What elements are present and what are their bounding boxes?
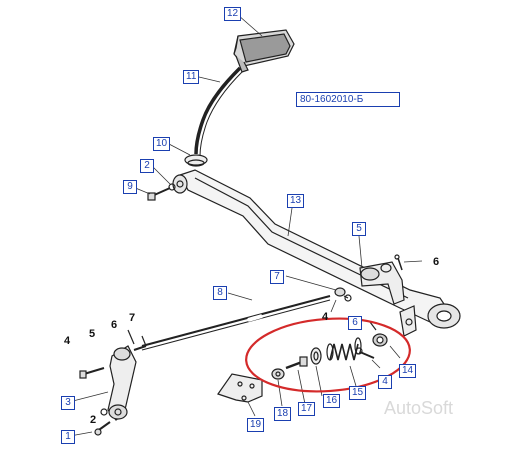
rod-nut [334, 287, 352, 302]
callout-10[interactable]: 10 [153, 137, 171, 151]
callout-11[interactable]: 11 [183, 70, 200, 84]
callout-9[interactable]: 9 [123, 180, 137, 194]
spring-washer [310, 347, 322, 365]
cotter-pin-top [394, 254, 403, 271]
callout-12[interactable]: 12 [224, 7, 242, 21]
callout-14[interactable]: 14 [399, 364, 417, 378]
stem-boot [184, 154, 208, 167]
callout-2-top[interactable]: 2 [140, 159, 154, 173]
return-spring [326, 337, 362, 361]
callout-13[interactable]: 13 [287, 194, 305, 208]
callout-7-top[interactable]: 7 [270, 270, 284, 284]
label-7-left: 7 [129, 312, 136, 324]
cotter-pin-left [127, 329, 147, 347]
bolt-left [79, 367, 105, 379]
callout-18[interactable]: 18 [274, 407, 292, 421]
label-2-bottom: 2 [90, 414, 97, 426]
label-4-left: 4 [64, 335, 71, 347]
bushing [372, 333, 388, 347]
pedal-pad [233, 29, 295, 73]
watermark: AutoSoft [384, 398, 454, 418]
label-4-mid: 4 [322, 311, 329, 323]
callout-4-right[interactable]: 4 [378, 375, 392, 389]
callout-8[interactable]: 8 [213, 286, 227, 300]
highlight-ellipse [245, 317, 411, 393]
lever-bracket [359, 261, 417, 337]
callout-6-mid[interactable]: 6 [348, 316, 362, 330]
pin-right [369, 321, 377, 331]
push-rod [141, 295, 331, 351]
nut [271, 368, 285, 380]
part-code-label: 80-1602010-Б [296, 92, 400, 107]
label-6-top: 6 [433, 256, 440, 268]
spring-bolt [285, 356, 308, 370]
callout-16[interactable]: 16 [323, 394, 341, 408]
main-lever [172, 169, 461, 329]
callout-1[interactable]: 1 [61, 430, 75, 444]
callout-17[interactable]: 17 [298, 402, 316, 416]
bolt-bottom [94, 408, 111, 436]
pedal-stem [194, 66, 243, 157]
bolt-top [147, 183, 176, 201]
callout-5-top[interactable]: 5 [352, 222, 366, 236]
mount-bracket [217, 373, 263, 403]
callout-19[interactable]: 19 [247, 418, 265, 432]
label-5-left: 5 [89, 328, 96, 340]
leader-lines [68, 14, 423, 437]
label-6-left: 6 [111, 319, 118, 331]
callout-3[interactable]: 3 [61, 396, 75, 410]
spring-pin [355, 347, 375, 359]
callout-15[interactable]: 15 [349, 386, 367, 400]
lower-lever [107, 345, 147, 421]
